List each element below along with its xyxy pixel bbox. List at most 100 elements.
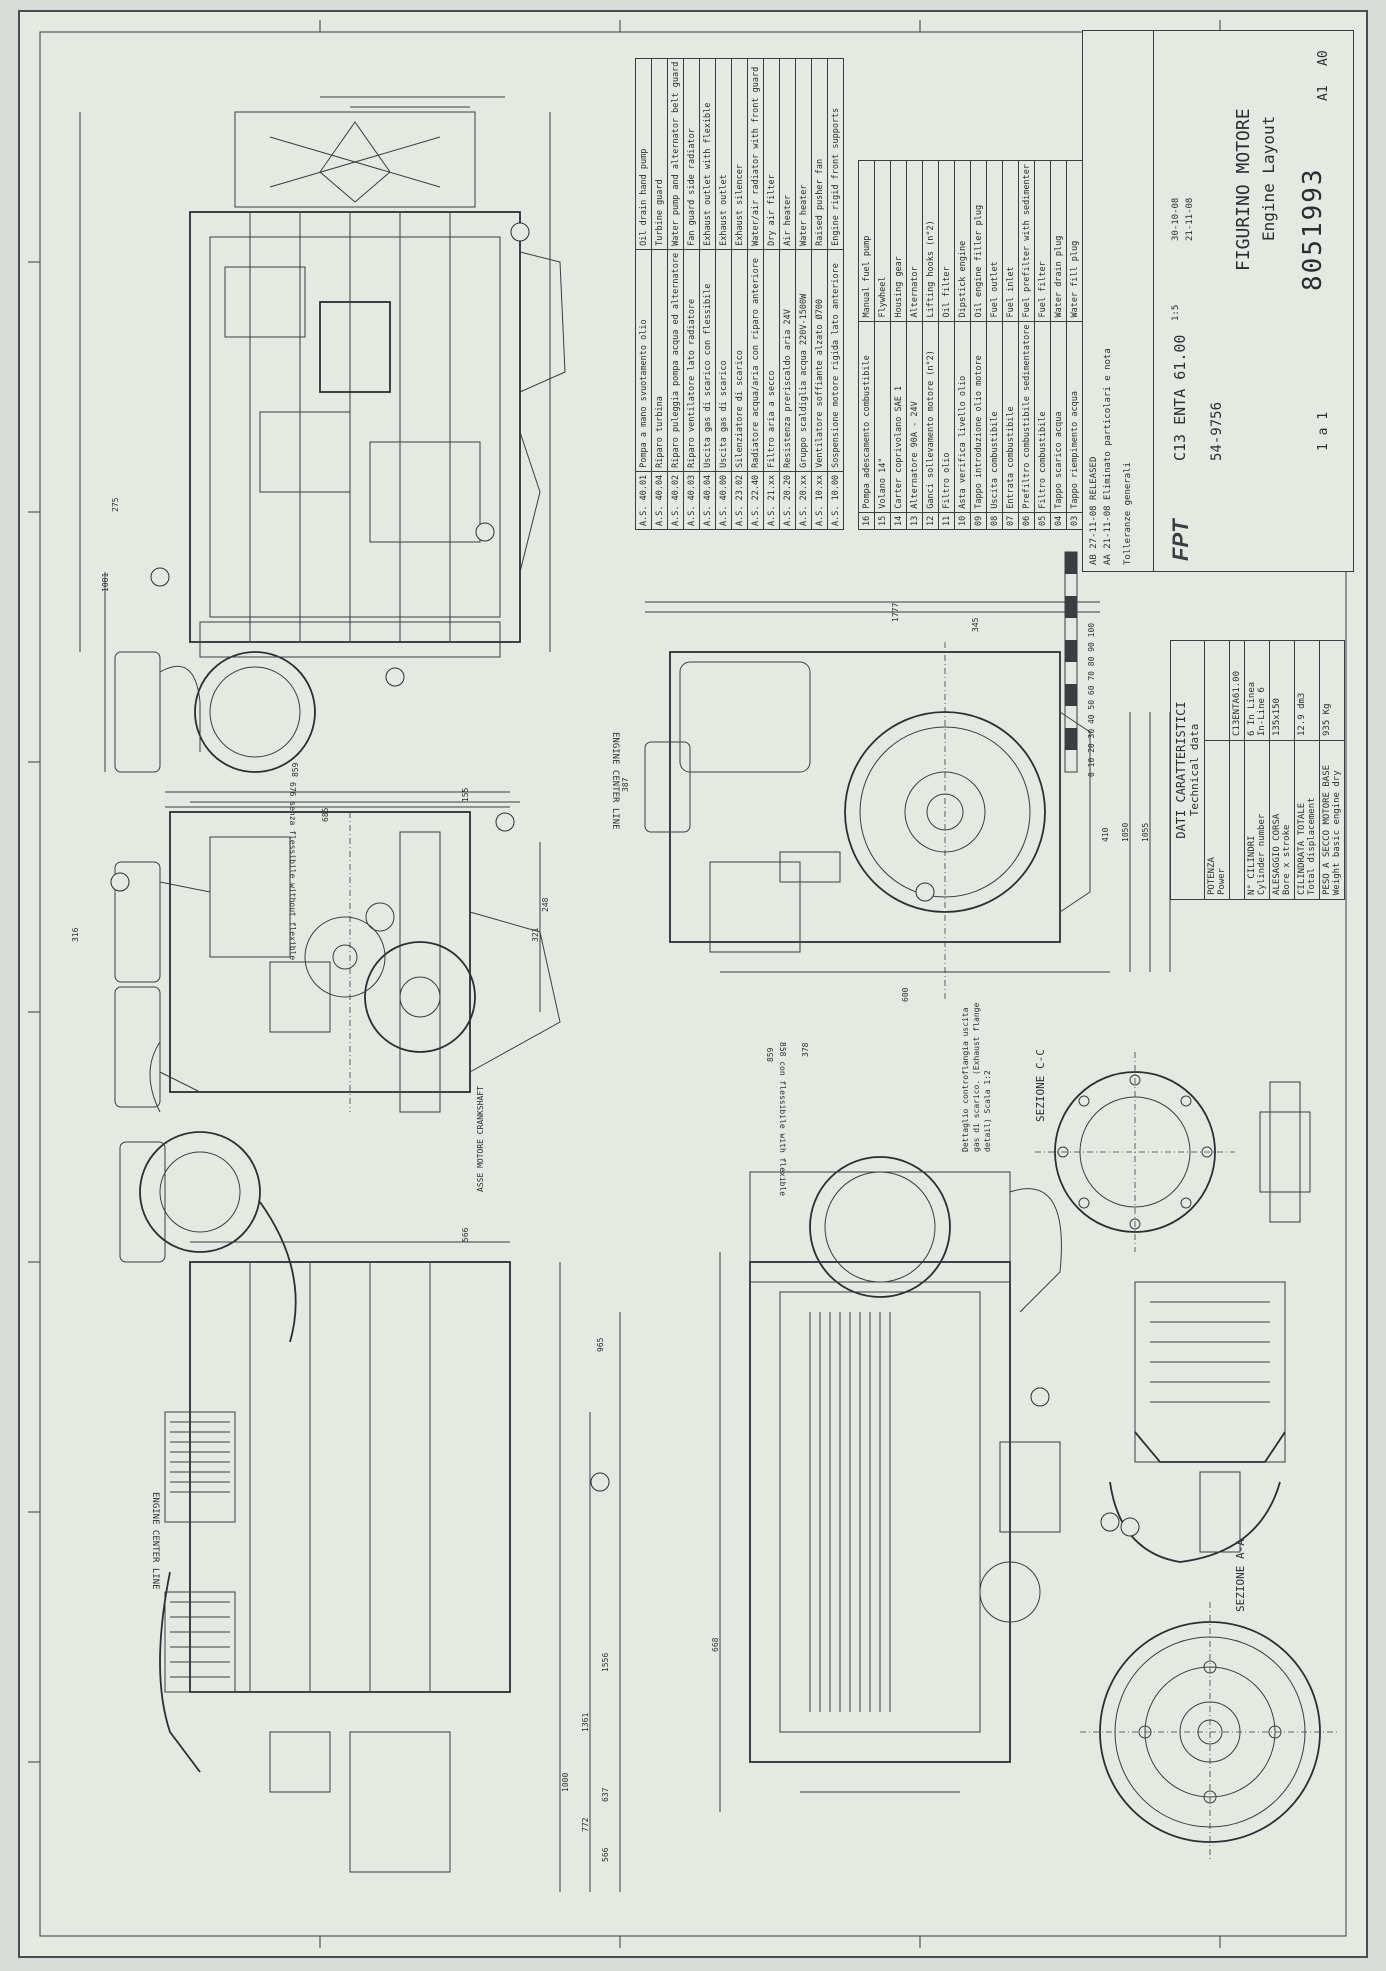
parts-cell-code: A.S. 22.40 [747,471,764,530]
drawing-title-en: Engine Layout [1259,115,1278,241]
tolerance-note: Tolleranze generali [1123,462,1133,565]
tech-heading-it: DATI CARATTERISTICI [1174,701,1188,839]
parts-cell-code: 08 [986,512,1003,530]
parts-cell-code: A.S. 21.xx [763,471,780,530]
parts-cell-it: Uscita gas di scarico con flessibile [699,249,716,472]
revision-code: A1 [1316,85,1331,101]
dimension-value: 685 [321,807,330,822]
parts-cell-code: A.S. 40.00 [715,471,732,530]
parts-cell-it: Tappo scarico acqua [1050,321,1067,513]
plant-code: 54-9756 [1209,401,1225,461]
reference-bubbles [110,222,1140,1537]
parts-cell-code: 04 [1050,512,1067,530]
parts-cell-code: A.S. 20.20 [779,471,796,530]
scale-bar-label: 0 10 20 30 40 50 60 70 80 90 100 [1087,622,1096,777]
parts-cell-code: A.S. 20.xx [795,471,812,530]
parts-cell-it: Asta verifica livello olio [954,321,971,513]
parts-cell-code: 03 [1066,512,1083,530]
tech-data-value: 12.9 dm3 [1294,640,1320,741]
parts-cell-en: Oil engine filler plug [970,160,987,322]
parts-cell-code: 05 [1034,512,1051,530]
dimension-value: 345 [971,617,980,632]
dimension-value: 316 [71,927,80,942]
parts-cell-it: Uscita gas di scarico [715,249,732,472]
parts-cell-en: Dry air filter [763,58,780,250]
engine-rear-view [644,601,1171,1002]
dimension-value: 566 [461,1227,470,1242]
parts-cell-en: Water heater [795,58,812,250]
title-block: AB 27-11-08 RELEASED AA 21-11-08 Elimina… [1082,30,1354,572]
parts-cell-code: A.S. 40.04 [699,471,716,530]
sheet-number: 1 a 1 [1316,411,1331,451]
dimension-value: 378 [801,1042,810,1057]
parts-cell-code: A.S. 40.03 [683,471,700,530]
parts-cell-it: Filtro aria a secco [763,249,780,472]
dimension-value: 772 [581,1817,590,1832]
section-aa [1109,1281,1286,1563]
tech-data-label: POTENZA Power [1204,740,1230,900]
parts-cell-it: Pompa adescamento combustibile [858,321,875,513]
parts-cell-en: Alternator [906,160,923,322]
technical-data: DATI CARATTERISTICI Technical data POTEN… [1170,640,1345,900]
parts-cell-en: Fan guard side radiator [683,58,700,250]
parts-cell-it: Uscita combustibile [986,321,1003,513]
tech-data-label: PESO A SECCO MOTORE BASE Weight basic en… [1319,740,1345,900]
parts-cell-it: Filtro olio [938,321,955,513]
drawing-title-it: FIGURINO MOTORE [1233,108,1254,271]
parts-cell-code: 12 [922,512,939,530]
parts-cell-it: Carter coprivolano SAE 1 [890,321,907,513]
drawing-number: 8051993 [1298,167,1328,291]
tech-data-label [1229,740,1245,900]
parts-cell-en: Water/air radiator with front guard [747,58,764,250]
engine-side-view-bottom [119,1131,621,1892]
tech-data-row: PESO A SECCO MOTORE BASE Weight basic en… [1319,640,1345,900]
parts-cell-en: Fuel outlet [986,160,1003,322]
parts-cell-en: Water drain plug [1050,160,1067,322]
tech-data-row: POTENZA Power [1204,640,1230,900]
parts-cell-it: Riparo puleggia pompa acqua ed alternato… [667,249,684,472]
parts-cell-en: Lifting hooks (n°2) [922,160,939,322]
parts-cell-it: Sospensione motore rigida lato anteriore [827,249,844,472]
parts-cell-it: Riparo turbina [651,249,668,472]
dimension-value: 600 [901,987,910,1002]
dimension-value: 965 [596,1337,605,1352]
engine-top-view [719,1156,1062,1812]
parts-cell-code: 16 [858,512,875,530]
parts-cell-code: A.S. 10.xx [811,471,828,530]
parts-cell-code: A.S. 40.02 [667,471,684,530]
parts-cell-it: Resistenza preriscaldo aria 24V [779,249,796,472]
dimension-value: 1055 [1141,822,1150,842]
dimension-value: 1556 [601,1652,610,1672]
dimension-value: 668 [711,1637,720,1652]
revision-row-2: AA 21-11-08 Eliminato particolari e nota [1103,348,1113,565]
dimension-value: 155 [461,787,470,802]
parts-cell-it: Prefiltro combustibile sedimentatore [1018,321,1035,513]
parts-cell-en: Dipstick engine [954,160,971,322]
tech-data-value [1204,640,1230,741]
parts-cell-it: Entrata combustibile [1002,321,1019,513]
engine-side-view-top [79,96,566,803]
parts-cell-en: Engine rigid front supports [827,58,844,250]
parts-cell-it: Tappo riempimento acqua [1066,321,1083,513]
dimension-value: 275 [111,497,120,512]
tech-data-value: C13ENTA61.00 [1229,640,1245,741]
parts-cell-code: A.S. 40.04 [651,471,668,530]
